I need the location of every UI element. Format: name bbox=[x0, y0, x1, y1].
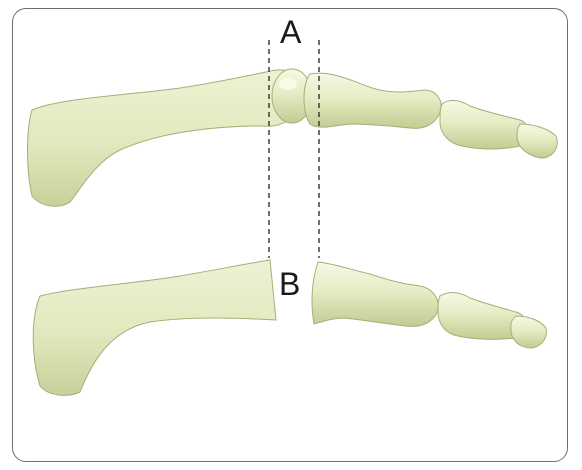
label-a: A bbox=[280, 16, 301, 48]
metacarpal-bone-lower bbox=[33, 260, 276, 395]
proximal-phalanx-lower bbox=[312, 262, 438, 326]
label-b: B bbox=[279, 268, 300, 300]
finger-intact bbox=[28, 69, 558, 206]
metacarpal-bone-upper bbox=[28, 70, 303, 206]
proximal-phalanx-upper bbox=[304, 73, 441, 128]
distal-phalanx-upper bbox=[517, 124, 557, 158]
middle-phalanx-upper bbox=[440, 100, 529, 149]
distal-phalanx-lower bbox=[511, 316, 547, 348]
